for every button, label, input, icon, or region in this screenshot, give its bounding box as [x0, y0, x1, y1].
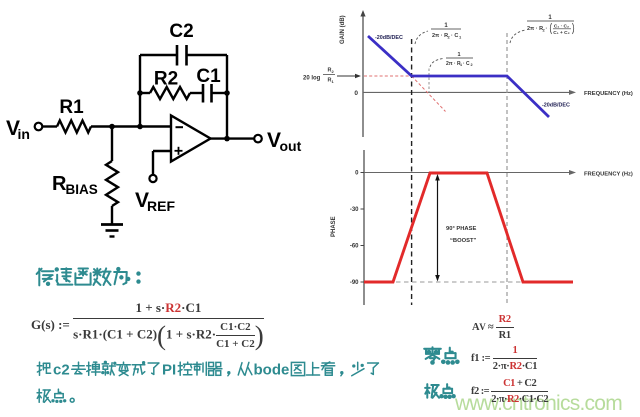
svg-text:c2: c2 — [53, 362, 70, 379]
svg-text:0: 0 — [355, 171, 359, 177]
svg-text:-30: -30 — [350, 207, 359, 213]
svg-text:V: V — [267, 129, 281, 152]
svg-text:“BOOST”: “BOOST” — [450, 238, 477, 244]
svg-text:2: 2 — [471, 63, 473, 67]
svg-text:BIAS: BIAS — [66, 182, 98, 197]
svg-text:C₁ + C₂: C₁ + C₂ — [553, 30, 570, 36]
svg-text:0: 0 — [354, 90, 358, 97]
svg-text:·: · — [546, 26, 548, 32]
svg-text:C2: C2 — [169, 21, 193, 42]
svg-text:1: 1 — [460, 63, 462, 67]
svg-text:1: 1 — [548, 15, 552, 21]
svg-text:2π · R: 2π · R — [527, 26, 543, 32]
svg-text:2: 2 — [448, 35, 451, 40]
svg-text:1: 1 — [457, 52, 460, 58]
svg-text:· C: · C — [451, 33, 458, 39]
svg-text:in: in — [18, 126, 30, 142]
svg-text:-20dB/DEC: -20dB/DEC — [375, 35, 403, 41]
svg-text:1: 1 — [459, 35, 462, 40]
svg-text:R2: R2 — [154, 69, 178, 90]
svg-text:90° PHASE: 90° PHASE — [446, 226, 476, 232]
svg-text:REF: REF — [147, 198, 175, 214]
svg-text:2π · R: 2π · R — [432, 33, 448, 39]
svg-text:FREQUENCY (Hz): FREQUENCY (Hz) — [584, 91, 633, 97]
svg-text:2π · R: 2π · R — [446, 61, 461, 67]
svg-text:C₁ · C₂: C₁ · C₂ — [554, 24, 569, 30]
svg-text:V: V — [6, 117, 20, 140]
svg-text:R: R — [328, 68, 332, 74]
svg-text:R1: R1 — [59, 97, 84, 118]
svg-text:R: R — [328, 78, 332, 84]
svg-text:R: R — [52, 173, 67, 195]
svg-text:bode: bode — [254, 362, 290, 379]
svg-text:PHASE: PHASE — [331, 216, 337, 237]
svg-text:2: 2 — [543, 28, 546, 33]
svg-text:-20dB/DEC: -20dB/DEC — [542, 103, 570, 109]
svg-text:out: out — [280, 138, 302, 154]
svg-text:-90: -90 — [350, 280, 359, 286]
svg-text:20 log: 20 log — [303, 76, 321, 82]
svg-text:1: 1 — [332, 79, 335, 84]
svg-text:2: 2 — [332, 69, 335, 74]
svg-text:· C: · C — [463, 61, 470, 67]
svg-text:PI: PI — [162, 362, 176, 379]
svg-text:C1: C1 — [196, 66, 221, 87]
svg-text:V: V — [135, 189, 149, 212]
svg-text:1: 1 — [444, 23, 448, 29]
svg-text:GAIN (dB): GAIN (dB) — [340, 15, 346, 44]
svg-text:-60: -60 — [350, 244, 359, 250]
svg-text:FREQUENCY (Hz): FREQUENCY (Hz) — [584, 172, 633, 178]
